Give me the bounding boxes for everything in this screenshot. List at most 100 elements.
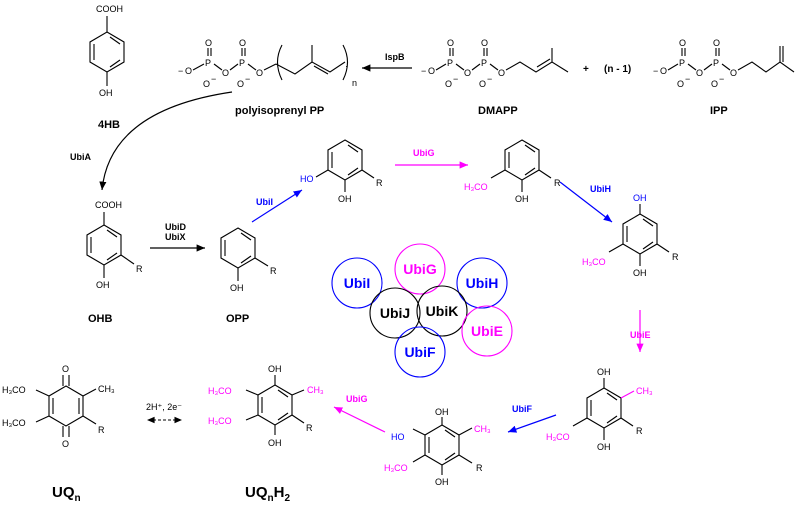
molecule-name-ohb: OHB [88,313,113,325]
ubii-arrow [251,189,303,223]
h3co-label: H₃CO [208,386,232,396]
complex-label-ubig: UbiG [403,261,437,277]
minus-label: − [685,74,690,84]
h3co-label: H₃CO [582,257,606,267]
complex-label-ubik: UbiK [426,303,459,319]
ipp-coefficient: (n - 1) [604,64,631,75]
o-label: O [62,364,69,374]
ho-label: HO [391,432,405,442]
h3co-label: H₃CO [546,432,570,442]
enzyme-ubia: UbiA [70,152,91,162]
r-label: R [306,423,313,433]
molecule-methylated-intermediate: H₃CO OH R [464,139,561,204]
enzyme-ubif: UbiF [512,404,532,414]
p-label: P [679,58,685,68]
ch3-label: CH₃ [474,424,491,434]
complex-circle-ubif [394,326,446,378]
minus-label: − [421,66,426,76]
o-minus-label: O [428,66,435,76]
molecule-polyisoprenyl-pp: O − P O O − O P O O − O · n polyisopreny… [178,38,357,117]
oh-label: OH [633,268,647,278]
ch3-label: CH₃ [98,384,115,394]
o-label: O [713,38,720,48]
enzyme-ubie: UbiE [630,330,651,340]
p-label: P [713,58,719,68]
molecule-name-polyisoprenyl-pp: polyisoprenyl PP [235,105,324,117]
enzyme-ubig-2: UbiG [346,394,368,404]
oh-label: OH [268,438,282,448]
complex-circle-ubie [461,305,513,357]
ubif-arrow [507,414,557,433]
o-label: O [256,68,263,78]
o-minus-label: O [237,79,244,89]
molecule-hydroxylated-intermediate: OH H₃CO OH R [582,193,679,278]
r-label: R [476,463,483,473]
ubia-arrow [99,91,233,191]
molecule-demethoxy-intermediate: OH HO CH₃ H₃CO OH R [384,407,491,487]
enzyme-ubix: UbiX [165,232,186,242]
complex-label-ubij: UbiJ [380,305,410,321]
plus-sign: + [583,64,589,75]
o-label: O [730,68,737,78]
p-label: P [447,58,453,68]
molecule-dmapp: O − P O O − O P O O − O DMAPP [421,38,569,117]
complex-circle-ubij [369,287,421,339]
o-minus-label: O [203,79,210,89]
r-label: R [98,425,105,435]
minus-label: − [487,74,492,84]
molecule-hydroxylated-opp: HO OH R [300,139,383,204]
complex-circle-ubih [456,257,508,309]
o-label: O [447,38,454,48]
h3co-label: H₃CO [208,416,232,426]
o-minus-label: O [677,79,684,89]
cooh-label: COOH [96,4,123,14]
enzyme-ubii: UbiI [256,197,273,207]
enzyme-ispb: IspB [385,52,405,62]
minus-label: − [453,74,458,84]
h3co-label: H₃CO [384,463,408,473]
enzyme-ubih: UbiH [590,184,611,194]
ch3-label: CH₃ [307,385,324,395]
molecule-name-opp: OPP [226,313,249,325]
r-label: R [136,264,143,274]
molecule-name-4hb: 4HB [98,119,120,131]
oh-label: OH [96,280,110,290]
n-subscript: n [352,78,357,88]
complex-circle-ubii [331,257,383,309]
enzyme-ubig-1: UbiG [413,148,435,158]
o-label: O [62,439,69,449]
complex-label-ubif: UbiF [404,344,436,360]
oh-label: OH [597,367,611,377]
minus-label: − [245,74,250,84]
o-label: O [679,38,686,48]
oh-label: OH [338,194,352,204]
complex-label-ubie: UbiE [471,323,503,339]
o-minus-label: O [479,79,486,89]
molecule-name-ipp: IPP [710,105,728,117]
r-label: R [554,178,561,188]
ubih-arrow [559,181,613,223]
o-label: O [239,38,246,48]
enzyme-ubid: UbiD [165,222,186,232]
molecule-ohb: COOH OH R OHB [86,200,143,325]
dot-label: · [345,61,348,71]
oh-label: OH [435,477,449,487]
oh-label: OH [99,88,113,98]
molecule-name-dmapp: DMAPP [478,105,518,117]
oh-label: OH [515,194,529,204]
r-label: R [376,178,383,188]
h3co-label: H₃CO [464,182,488,192]
r-label: R [636,426,643,436]
o-label: O [696,68,703,78]
o-label: O [222,68,229,78]
oh-label: OH [633,193,647,203]
molecule-ipp: O − P O O − O P O O − O IPP [653,38,795,117]
h3co-label: H₃CO [2,418,26,428]
o-label: O [205,38,212,48]
p-label: P [481,58,487,68]
molecule-methylated-ring-intermediate: OH CH₃ H₃CO OH R [546,367,653,452]
minus-label: − [653,66,658,76]
r-label: R [270,266,277,276]
p-label: P [239,58,245,68]
